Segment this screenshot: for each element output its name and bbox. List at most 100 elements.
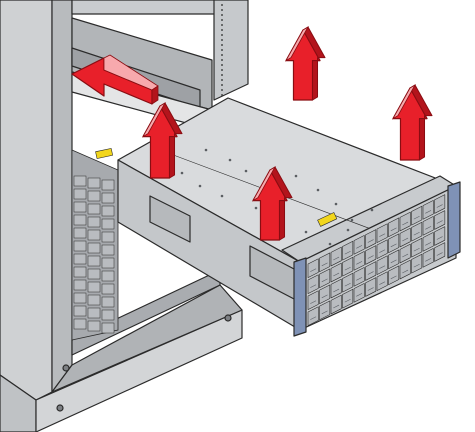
drive-bay [307,274,319,294]
drive-handle [413,247,420,252]
drive-handle [425,210,432,214]
vent-dot [198,184,202,188]
drive-bay [353,267,365,287]
vent-dot [254,206,258,210]
drive-handle [436,204,443,208]
drive-handle [310,300,317,304]
drive-handle [436,252,443,256]
drive-handle [333,256,340,261]
bezel-ear-right [447,181,461,259]
drive-handle [425,226,432,230]
rack-drive-bay [73,175,87,187]
drive-bay [307,290,319,310]
rack-drive-bay [87,268,101,280]
drive-handle [390,243,397,248]
vent-dot [180,171,184,175]
rack-drive-bay [73,188,87,200]
drive-bay [399,227,411,248]
drive-bay [376,255,388,275]
drive-bay [319,284,331,305]
drive-handle [425,242,432,246]
drive-bay [319,300,331,321]
drive-bay [434,210,446,230]
drive-handle [310,284,317,288]
rack-drive-bay [73,305,87,317]
drive-handle [321,262,328,267]
rack-drive-bay [73,318,87,330]
drive-handle [402,221,409,226]
drive-handle [356,277,363,281]
rack-drive-bay [101,192,115,204]
drive-bay [422,232,434,252]
vent-dot [294,174,298,178]
rack-drive-bay [87,255,101,267]
installed-drive-bays [71,149,119,341]
drive-bay [365,245,377,265]
drive-bay [434,242,446,262]
drive-handle [321,310,328,315]
rack-right-post [213,0,249,101]
rack-drive-bay [73,227,87,239]
rack-drive-bay [101,270,115,282]
drive-bay [399,211,411,232]
vent-dot [204,148,208,152]
drive-bay [319,252,331,273]
drive-handle [379,249,386,253]
drive-handle [402,237,409,242]
drive-bay [422,248,434,268]
drive-handle [367,271,374,275]
lift-arrow-rear-left [284,25,326,101]
rack-drive-bay [87,320,101,332]
rack-drive-bay [73,279,87,291]
warning-label-left [95,148,113,159]
rack-drive-bay [101,322,115,334]
vent-dot [346,228,350,232]
drive-handle [402,269,409,274]
rack-drive-bay [101,218,115,230]
rack-drive-bay [87,242,101,254]
drive-bay [388,217,400,238]
drive-handle [436,220,443,224]
rack-drive-bay [101,244,115,256]
drive-bay [353,235,365,255]
drive-bay [330,294,342,315]
rack-drive-bay [101,205,115,217]
rack-drive-bay [87,216,101,228]
lift-arrow-rear-right [391,83,433,161]
drive-bay [353,283,365,303]
drive-bay [365,277,377,297]
rack-drive-bay [87,229,101,241]
drive-bay [411,253,423,274]
drive-bay [353,251,365,271]
rack-drive-bay [87,307,101,319]
lift-arrow-front-left [141,101,183,179]
rack-drive-bay [73,292,87,304]
drive-bay [376,239,388,259]
drive-handle [425,258,432,262]
drive-bay [388,265,400,286]
drive-bay [330,278,342,299]
drive-bay [307,258,319,278]
drive-bay [365,229,377,249]
vent-dot [244,169,248,173]
drive-bay [434,226,446,246]
rack-drive-bay [73,201,87,213]
drive-handle [356,261,363,265]
drive-handle [379,233,386,237]
vent-dot [370,208,374,212]
drive-bay [365,261,377,281]
rack-drive-bay [73,266,87,278]
rack-drive-bay [87,281,101,293]
rack-drive-bay [101,309,115,321]
drive-bay [342,272,354,293]
drive-bay [376,271,388,291]
drive-handle [413,215,420,220]
motion-arrows [71,25,433,241]
vent-dot [228,158,232,162]
drive-handle [413,263,420,268]
rack-drive-bay [101,296,115,308]
drive-handle [390,227,397,232]
rack-drive-bay [101,179,115,191]
rack-drive-bay [87,177,101,189]
